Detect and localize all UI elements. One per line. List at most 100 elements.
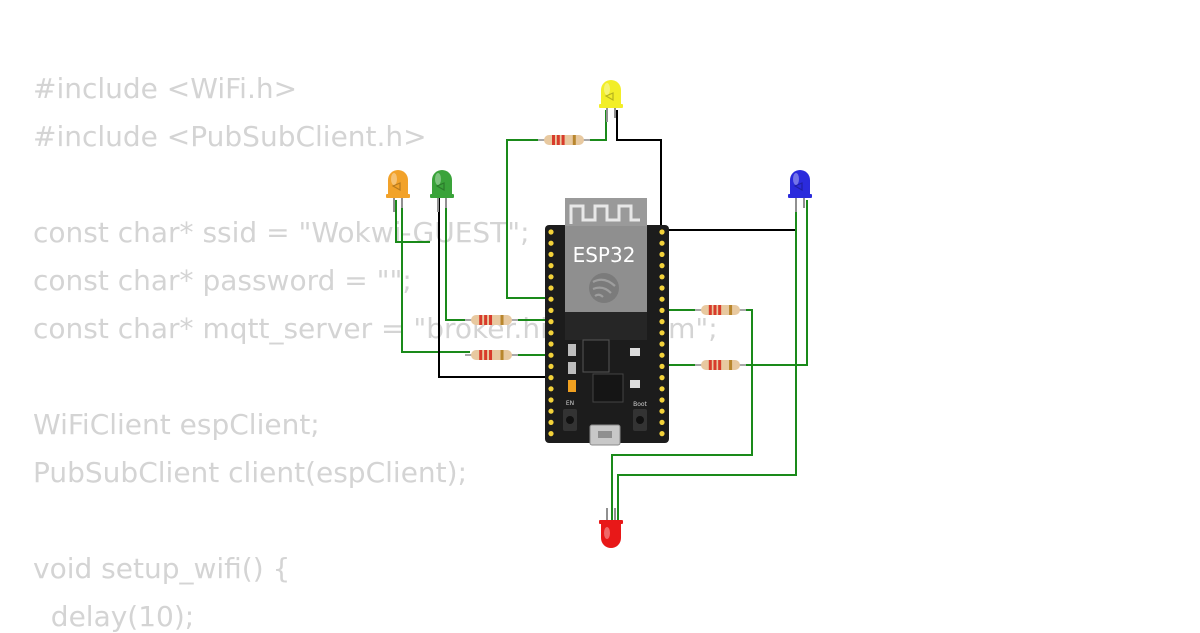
esp32-board[interactable]: ESP32 EN Boot (545, 198, 669, 446)
led-highlight (391, 173, 397, 185)
wire (401, 200, 470, 353)
header-pin-left (548, 319, 554, 325)
boot-label: Boot (633, 401, 647, 408)
wire (438, 198, 548, 378)
resistor-band (561, 135, 565, 145)
led-rim (430, 194, 454, 198)
resistor-band (500, 350, 504, 360)
header-pin-left (548, 397, 554, 403)
header-pin-left (548, 274, 554, 280)
header-pin-left (548, 375, 554, 381)
header-pin-left (548, 352, 554, 358)
header-pin-left (548, 229, 554, 235)
wire (395, 200, 430, 243)
header-pin-left (548, 408, 554, 414)
espressif-logo-mark (592, 278, 616, 298)
wire (739, 200, 808, 366)
led-die (793, 182, 803, 192)
header-pin-right (659, 240, 665, 246)
led-rim (599, 104, 623, 108)
code-line: delay(10); (33, 600, 195, 633)
header-pin-right (659, 375, 665, 381)
code-line: #include <PubSubClient.h> (33, 120, 427, 153)
smd-component (630, 380, 640, 388)
header-pin-right (659, 408, 665, 414)
header-pin-left (548, 296, 554, 302)
led-rim (386, 194, 410, 198)
resistor-band (484, 350, 488, 360)
wire (506, 139, 548, 299)
resistor-band (713, 305, 717, 315)
resistor-band (729, 305, 733, 315)
header-pin-left (548, 285, 554, 291)
wire (664, 200, 797, 231)
led-die (604, 92, 614, 102)
smd-component (630, 348, 640, 356)
header-pin-left (548, 240, 554, 246)
led-highlight (435, 173, 441, 185)
led-body (601, 524, 621, 548)
header-pin-right (659, 307, 665, 313)
led-body (432, 170, 452, 194)
resistor-band (718, 305, 722, 315)
header-pin-right (659, 319, 665, 325)
wire (616, 110, 662, 230)
resistor-band (729, 360, 733, 370)
header-pin-left (548, 330, 554, 336)
header-pin-right (659, 263, 665, 269)
boot-button-cap (636, 416, 644, 424)
wire (583, 110, 607, 141)
header-pin-right (659, 419, 665, 425)
wire (611, 309, 753, 522)
resistor-band (708, 360, 712, 370)
led-rim (788, 194, 812, 198)
resistor-band (479, 350, 483, 360)
header-pin-right (659, 274, 665, 280)
led-rim (599, 520, 623, 524)
usb-port-opening (598, 431, 612, 438)
resistor-band (572, 135, 576, 145)
module-base (565, 312, 647, 340)
code-line: const char* password = ""; (33, 264, 412, 297)
resistor-band (713, 360, 717, 370)
resistor-band (489, 350, 493, 360)
led-highlight (604, 83, 610, 95)
header-pins (548, 229, 665, 437)
header-pin-right (659, 251, 665, 257)
led-body (790, 170, 810, 194)
wire (445, 198, 470, 321)
led-highlight (793, 173, 799, 185)
antenna-trace (569, 204, 640, 224)
resistor-band (552, 135, 555, 145)
resistor-band (500, 315, 504, 325)
code-line: WiFiClient espClient; (33, 408, 320, 441)
header-pin-left (548, 386, 554, 392)
header-pin-right (659, 386, 665, 392)
regulator-chip (582, 339, 610, 373)
resistor-band (718, 360, 722, 370)
header-pin-right (659, 352, 665, 358)
header-pin-right (659, 296, 665, 302)
smd-component (568, 344, 576, 356)
resistor-band (489, 315, 493, 325)
header-pin-right (659, 363, 665, 369)
header-pin-right (659, 285, 665, 291)
header-pin-left (548, 431, 554, 437)
header-pin-left (548, 363, 554, 369)
resistors (465, 135, 746, 370)
led-die (391, 182, 401, 192)
header-pin-right (659, 397, 665, 403)
leds (386, 80, 812, 548)
smd-component (568, 380, 576, 392)
header-pin-right (659, 341, 665, 347)
led-die (435, 182, 445, 192)
en-label: EN (566, 400, 574, 407)
wires (395, 110, 808, 522)
resistor-band (708, 305, 712, 315)
wire (617, 200, 797, 522)
led-highlight (604, 527, 610, 539)
header-pin-left (548, 341, 554, 347)
led-body (601, 80, 621, 104)
header-pin-right (659, 229, 665, 235)
board-label: ESP32 (573, 243, 636, 267)
